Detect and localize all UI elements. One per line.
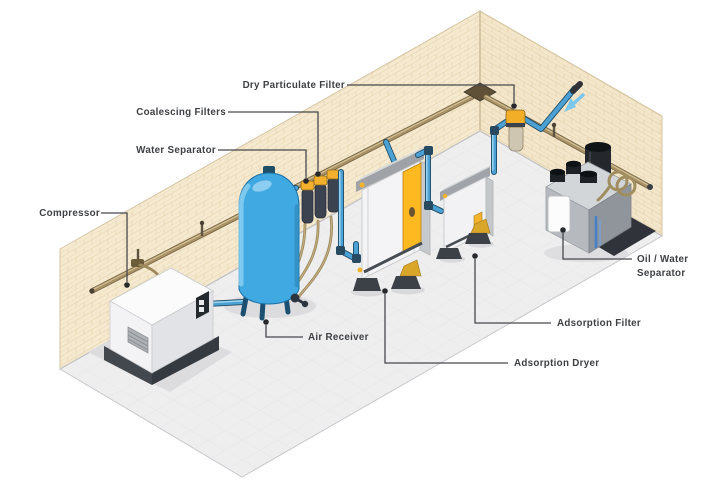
adsorption-filter-illustration bbox=[436, 163, 495, 259]
oil-water-separator-illustration bbox=[545, 142, 656, 256]
label-adsorption-filter: Adsorption Filter bbox=[557, 318, 641, 329]
water-separator-and-coalescing-filters-illustration bbox=[284, 169, 361, 302]
label-coalescing-filters: Coalescing Filters bbox=[136, 107, 226, 118]
coalescing-filter-unit-1 bbox=[313, 175, 328, 219]
dry-particulate-filter-illustration bbox=[505, 109, 526, 152]
air-receiver-illustration bbox=[238, 166, 309, 321]
water-separator-unit bbox=[300, 180, 315, 224]
treated-air-outlet-pipe bbox=[490, 81, 583, 175]
label-dry-particulate-filter: Dry Particulate Filter bbox=[243, 80, 345, 91]
flow-arrow-icon bbox=[564, 93, 585, 112]
leader-lines bbox=[101, 84, 632, 364]
dryer-to-filter-pipe bbox=[415, 146, 444, 214]
label-oil-water-separator-line1: Oil / Water bbox=[637, 254, 688, 265]
compressor-illustration bbox=[104, 267, 219, 385]
label-compressor: Compressor bbox=[39, 208, 100, 219]
label-air-receiver: Air Receiver bbox=[308, 332, 369, 343]
label-adsorption-dryer: Adsorption Dryer bbox=[514, 358, 599, 369]
adsorption-dryer-illustration bbox=[353, 139, 431, 291]
label-water-separator: Water Separator bbox=[136, 145, 216, 156]
labels: Compressor Water Separator Coalescing Fi… bbox=[39, 80, 688, 369]
label-oil-water-separator-line2: Separator bbox=[637, 268, 685, 279]
